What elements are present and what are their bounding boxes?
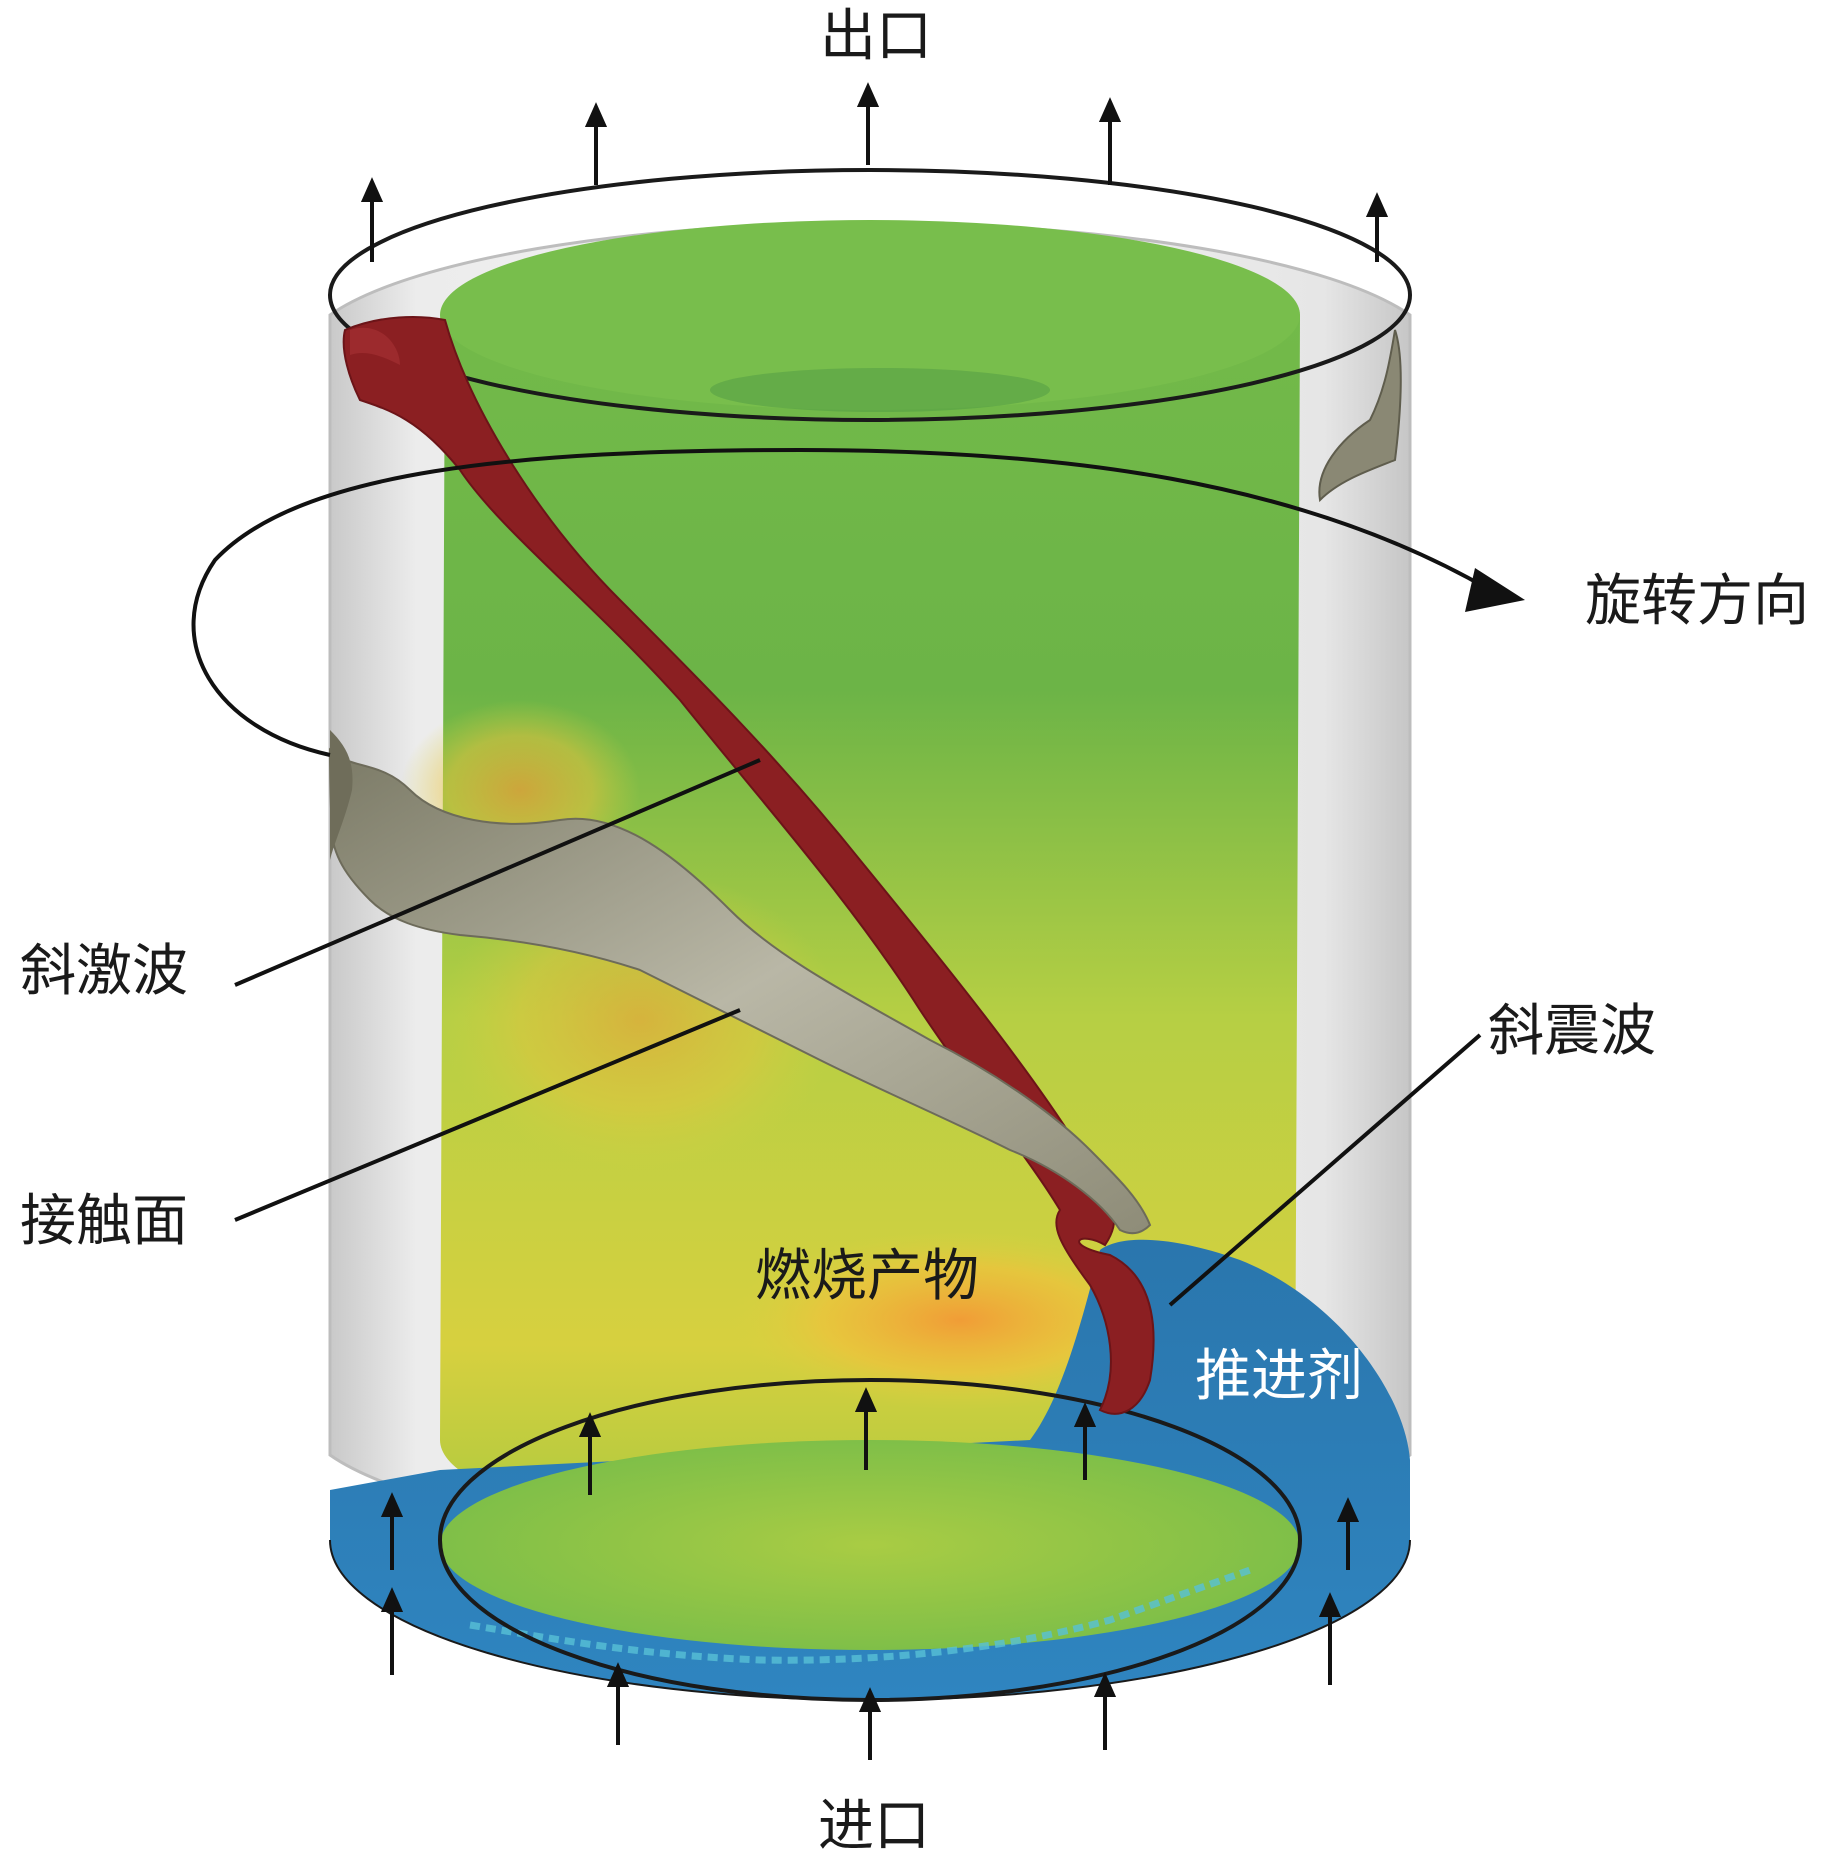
- inlet-floor: [440, 1440, 1300, 1650]
- outlet-arrows: [360, 82, 1389, 262]
- contact-surface-left-tip: [330, 730, 353, 860]
- detonation-wave: [342, 316, 1155, 1415]
- label-outlet: 出口: [820, 4, 932, 69]
- propellant-ripples: [469, 1566, 1252, 1664]
- contact-surface: [328, 747, 1152, 1235]
- label-rotation-direction: 旋转方向: [1585, 569, 1809, 634]
- rotation-arrow-head: [1465, 568, 1525, 612]
- top-rim: [328, 168, 1412, 422]
- rotation-arrow: [191, 447, 1492, 757]
- leader-contact-surface: [234, 1008, 741, 1222]
- detonation-wave-top-curl: [350, 327, 400, 365]
- dark-band: [710, 368, 1050, 412]
- label-combustion-products: 燃烧产物: [755, 1244, 979, 1309]
- label-oblique-shock-wave: 斜震波: [1488, 999, 1656, 1064]
- label-propellant: 推进剂: [1195, 1344, 1363, 1409]
- contact-surface-right-tip: [1318, 329, 1402, 503]
- leader-oblique-detonation: [234, 758, 761, 987]
- label-inlet: 进口: [818, 1794, 930, 1859]
- label-contact-surface: 接触面: [20, 1189, 188, 1254]
- inner-top-rim: [440, 220, 1300, 410]
- label-oblique-detonation-wave: 斜激波: [20, 939, 188, 1004]
- inlet-arrows: [380, 1387, 1360, 1760]
- leader-oblique-shock: [1168, 1033, 1482, 1307]
